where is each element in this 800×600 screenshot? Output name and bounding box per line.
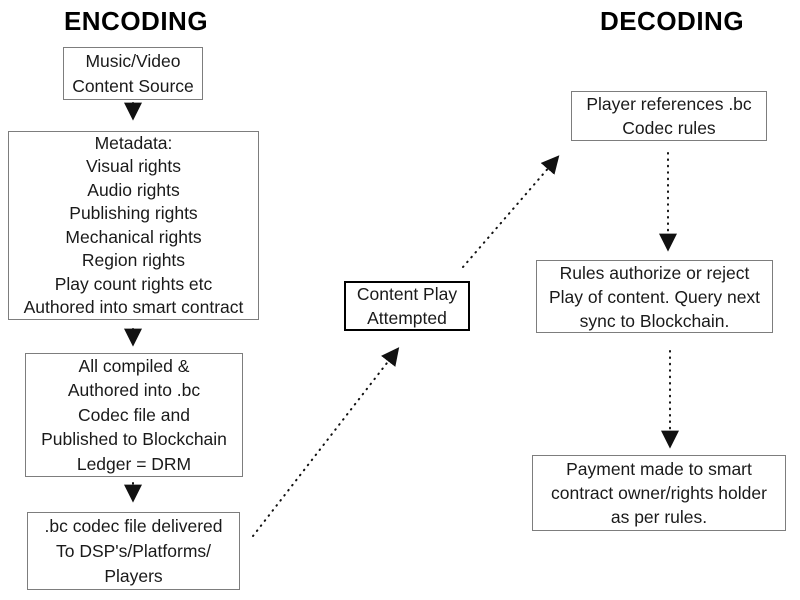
- box-payment-made: Payment made to smart contract owner/rig…: [532, 455, 786, 531]
- box-metadata-rights: Metadata: Visual rights Audio rights Pub…: [8, 131, 259, 320]
- box-codec-delivered: .bc codec file delivered To DSP's/Platfo…: [27, 512, 240, 590]
- decoding-column-title: DECODING: [599, 6, 745, 36]
- box-rules-authorize: Rules authorize or reject Play of conten…: [536, 260, 773, 333]
- arrow-content-play-to-player-references: [462, 155, 560, 268]
- box-content-play-attempted: Content Play Attempted: [344, 281, 470, 331]
- arrow-delivered-to-content-play: [252, 347, 400, 537]
- box-player-references: Player references .bc Codec rules: [571, 91, 767, 141]
- encoding-column-title: ENCODING: [63, 6, 209, 36]
- box-compiled-published: All compiled & Authored into .bc Codec f…: [25, 353, 243, 477]
- box-content-source: Music/Video Content Source: [63, 47, 203, 100]
